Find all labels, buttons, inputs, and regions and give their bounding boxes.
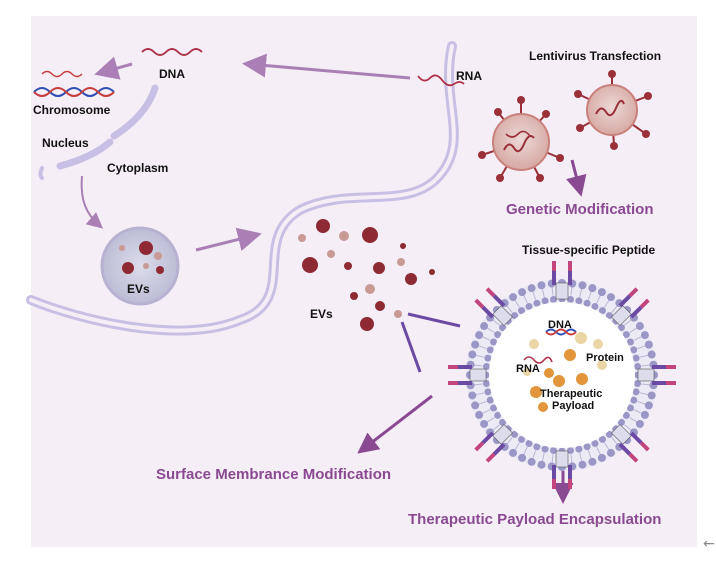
protein-label: Protein	[586, 352, 624, 364]
dna-strand-top	[141, 48, 203, 56]
back-arrow-icon[interactable]: ←	[703, 536, 715, 552]
rna-strand-top	[417, 74, 465, 87]
evs-cloud-label: EVs	[310, 307, 333, 321]
therapeutic-label: Therapeutic	[540, 388, 602, 400]
arrow-rna-to-dna	[242, 53, 411, 80]
dna-label: DNA	[159, 67, 185, 81]
arrow-nucleus-to-evs	[80, 175, 104, 229]
cell-membrane	[26, 41, 459, 336]
chromosome-label: Chromosome	[33, 103, 111, 117]
lentivirus-left	[478, 96, 564, 182]
lentivirus-right	[574, 70, 652, 150]
payload-particles	[523, 328, 607, 412]
rna-label: RNA	[456, 69, 482, 83]
lipid-bilayer	[466, 279, 658, 471]
tissue-specific-peptides	[448, 261, 676, 489]
lentivirus-label: Lentivirus Transfection	[529, 49, 661, 63]
evs-small-label: EVs	[127, 282, 150, 296]
nucleus-label: Nucleus	[42, 136, 89, 150]
dna-inner-label: DNA	[548, 319, 572, 331]
arrow-evs-to-release	[195, 227, 262, 252]
payload-label: Payload	[552, 400, 594, 412]
surface-modification-label: Surface Membrance Modification	[156, 466, 391, 483]
rna-inner-label: RNA	[516, 363, 540, 375]
genetic-modification-label: Genetic Modification	[506, 201, 654, 218]
nucleus-envelope	[38, 84, 159, 180]
cytoplasm-label: Cytoplasm	[107, 161, 168, 175]
ev-cloud	[298, 219, 435, 331]
arrow-to-surface-modification	[357, 394, 433, 454]
engineered-ev	[448, 261, 676, 489]
ev-vesicle-small	[100, 226, 180, 306]
payload-encapsulation-label: Therapeutic Payload Encapsulation	[408, 511, 661, 528]
arrow-virus-to-genetic	[566, 159, 587, 197]
pointer-line-upper	[407, 312, 461, 328]
tissue-peptide-label: Tissue-specific Peptide	[522, 243, 655, 257]
arrow-dna-to-chromosome	[94, 56, 133, 80]
pointer-line-lower	[400, 321, 422, 373]
chromosome-helix	[33, 70, 115, 97]
